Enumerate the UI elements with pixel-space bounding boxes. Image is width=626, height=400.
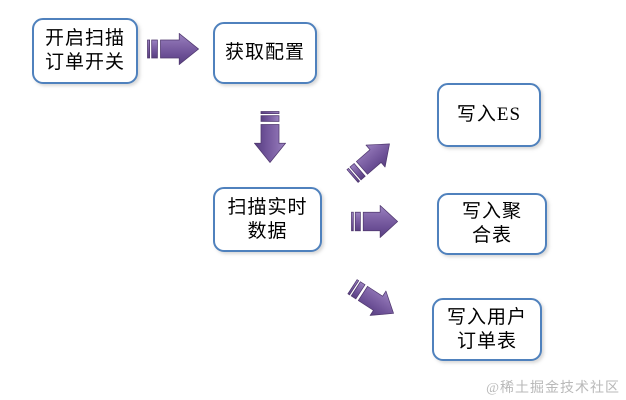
arrow-config-to-scan-icon [254,111,286,163]
node-scan-realtime-label: 扫描实时 数据 [227,196,308,242]
node-start-switch-label: 开启扫描 订单开关 [44,28,125,73]
node-write-user-order-label: 写入用户 订单表 [446,306,527,352]
arrow-start-to-config-icon [147,33,199,65]
node-start-switch: 开启扫描 订单开关 [32,18,138,84]
node-write-agg-table-label: 写入聚 合表 [461,201,522,246]
arrow-scan-to-user-order-icon [344,274,402,326]
node-write-user-order: 写入用户 订单表 [432,298,542,361]
node-get-config-label: 获取配置 [224,42,305,63]
node-get-config: 获取配置 [213,22,317,84]
arrow-scan-to-agg-icon [351,205,398,238]
node-write-es: 写入ES [437,83,541,147]
node-scan-realtime: 扫描实时 数据 [213,187,322,252]
node-write-agg-table: 写入聚 合表 [437,193,547,255]
arrow-scan-to-es-icon [342,132,400,188]
watermark: @稀土掘金技术社区 [486,381,620,396]
node-write-es-label: 写入ES [456,104,522,125]
